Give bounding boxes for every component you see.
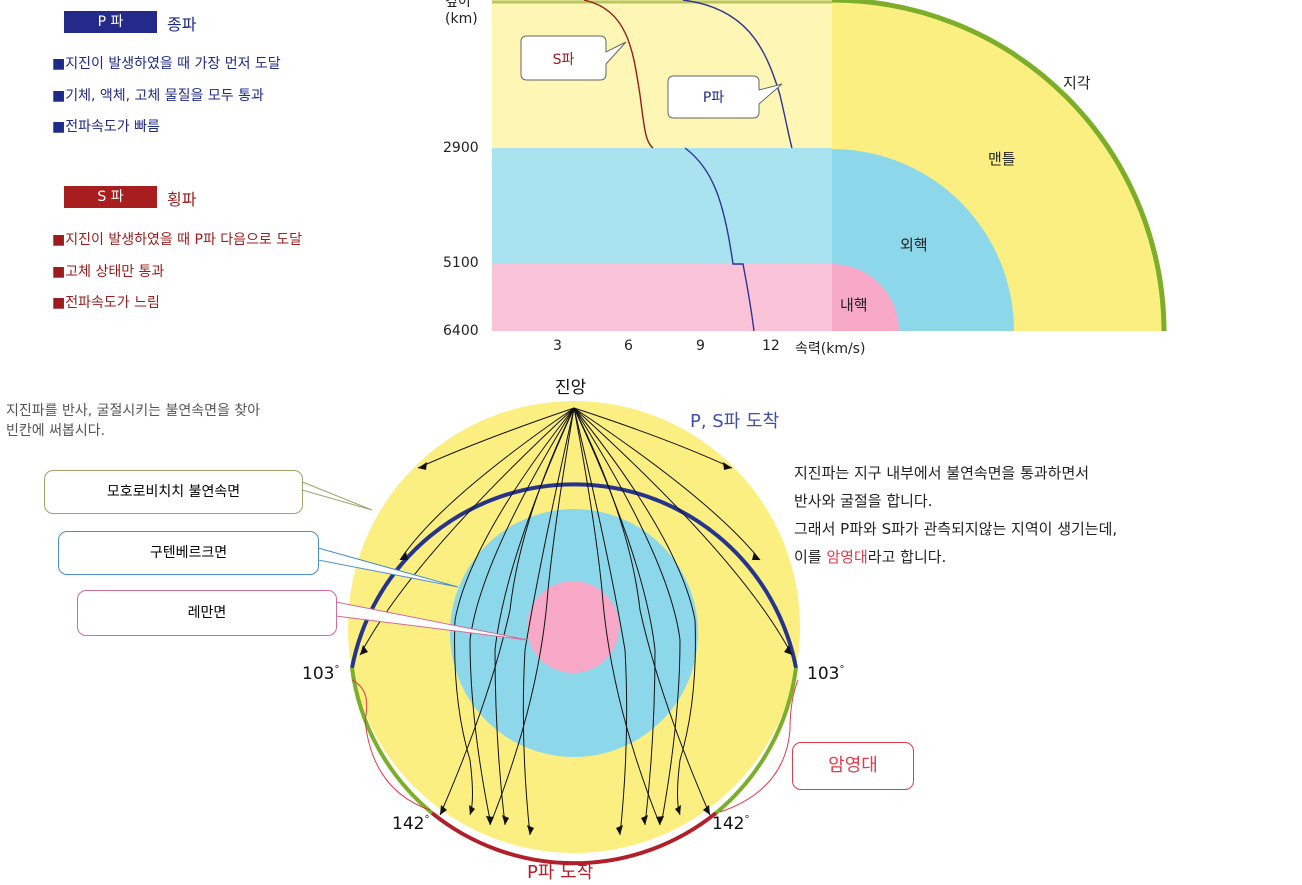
angle-right-bottom: 142° [712,814,749,834]
crust-line [831,0,1167,332]
angle-right-top-degree: ° [839,664,845,676]
depth-tick-2900: 2900 [443,140,479,156]
p-wave-point-2: ■기체, 액체, 고체 물질을 모두 통과 [52,88,264,104]
p-wave-point-2-text: 기체, 액체, 고체 물질을 모두 통과 [65,88,264,104]
p-wave-point-1-text: 지진이 발생하였을 때 가장 먼저 도달 [65,56,281,72]
depth-label-line1: 깊이 [445,0,471,10]
shadow-zone-bracket-left [351,679,431,811]
explanation-line-4-suffix: 라고 합니다. [867,548,947,566]
ps-arrival-arc [350,482,798,669]
p-wave-type: 종파 [167,15,197,34]
ps-arrival-label: P, S파 도착 [690,411,780,432]
velocity-depth-diagram [492,0,1167,332]
s-wave-point-3: ■전파속도가 느림 [52,295,160,311]
epicenter-label: 진앙 [555,378,587,398]
p-wave-callout [667,75,783,119]
explanation-shadow-zone-term: 암영대 [826,548,868,566]
outer-core-label: 외핵 [900,236,928,254]
p-wave-point-3-text: 전파속도가 빠름 [65,119,160,135]
p-wave-callout-label: P파 [702,90,725,106]
s-wave-point-2-text: 고체 상태만 통과 [65,264,165,280]
angle-left-bottom-degree: ° [424,814,430,826]
ray-arrowheads [360,462,792,835]
angle-right-bottom-value: 142 [712,814,745,834]
explanation-text: 지진파는 지구 내부에서 불연속면을 통과하면서 반사와 굴절을 합니다. 그래… [794,459,1117,571]
p-arrival-label: P파 도착 [527,862,594,883]
moho-callout: 모호로비치치 불연속면 [44,470,303,514]
s-wave-point-1: ■지진이 발생하였을 때 P파 다음으로 도달 [52,232,303,248]
p-wave-badge: P 파 [64,11,157,33]
crust-right-arc [714,667,798,815]
inner-core-band [492,264,832,331]
moho-pointer [299,480,373,511]
earth-cross-section [299,401,800,866]
crust-label: 지각 [1063,74,1091,92]
outer-core-band [492,148,832,264]
speed-tick-9: 9 [696,338,705,354]
s-wave-badge: S 파 [64,186,157,208]
s-wave-point-1-text: 지진이 발생하였을 때 P파 다음으로 도달 [65,232,303,248]
angle-left-top-value: 103 [302,664,335,684]
inner-core-circle [527,581,619,673]
shadow-zone-bracket-right [719,679,799,813]
depth-axis-label: 깊이 (km) [445,0,478,28]
shadow-zone-label: 암영대 [792,742,914,790]
seismic-ray-paths [359,407,793,836]
p-wave-point-3: ■전파속도가 빠름 [52,119,160,135]
angle-left-top-degree: ° [334,664,340,676]
explanation-line-4-prefix: 이를 [794,548,827,566]
p-wave-point-1: ■지진이 발생하였을 때 가장 먼저 도달 [52,56,281,72]
depth-tick-6400: 6400 [443,323,479,339]
speed-axis-label: 속력(km/s) [795,341,866,357]
angle-left-bottom: 142° [392,814,429,834]
s-wave-point-3-text: 전파속도가 느림 [65,295,160,311]
explanation-line-1: 지진파는 지구 내부에서 불연속면을 통과하면서 [794,464,1090,482]
s-wave-callout-label: S파 [552,52,575,68]
question-line-2: 빈칸에 써봅시다. [6,423,106,439]
question-line-1: 지진파를 반사, 굴절시키는 불연속면을 찾아 [6,403,261,419]
speed-tick-6: 6 [624,338,633,354]
explanation-line-4: 이를 암영대라고 합니다. [794,543,1117,571]
explanation-line-3: 그래서 P파와 S파가 관측되지않는 지역이 생기는데, [794,520,1118,538]
angle-right-bottom-degree: ° [744,814,750,826]
p-arrival-arc [430,811,718,866]
s-wave-point-2: ■고체 상태만 통과 [52,264,165,280]
gutenberg-callout: 구텐베르크면 [58,531,319,575]
explanation-line-2: 반사와 굴절을 합니다. [794,492,933,510]
angle-right-top: 103° [807,664,844,684]
lehmann-callout: 레만면 [77,590,337,636]
angle-left-top: 103° [302,664,339,684]
angle-left-bottom-value: 142 [392,814,425,834]
speed-tick-12: 12 [762,338,780,354]
crust-left-arc [350,667,434,815]
depth-label-line2: (km) [445,11,478,27]
speed-tick-3: 3 [553,338,562,354]
p-wave-velocity-curve [682,0,793,332]
inner-core-label: 내핵 [840,296,868,314]
s-wave-velocity-curve [583,0,654,149]
depth-tick-5100: 5100 [443,255,479,271]
s-wave-type: 횡파 [167,190,197,209]
question-prompt: 지진파를 반사, 굴절시키는 불연속면을 찾아 빈칸에 써봅시다. [6,401,260,441]
s-wave-callout [520,35,627,81]
mantle-label: 맨틀 [988,150,1016,168]
angle-right-top-value: 103 [807,664,840,684]
inner-core-quarter [832,264,899,331]
